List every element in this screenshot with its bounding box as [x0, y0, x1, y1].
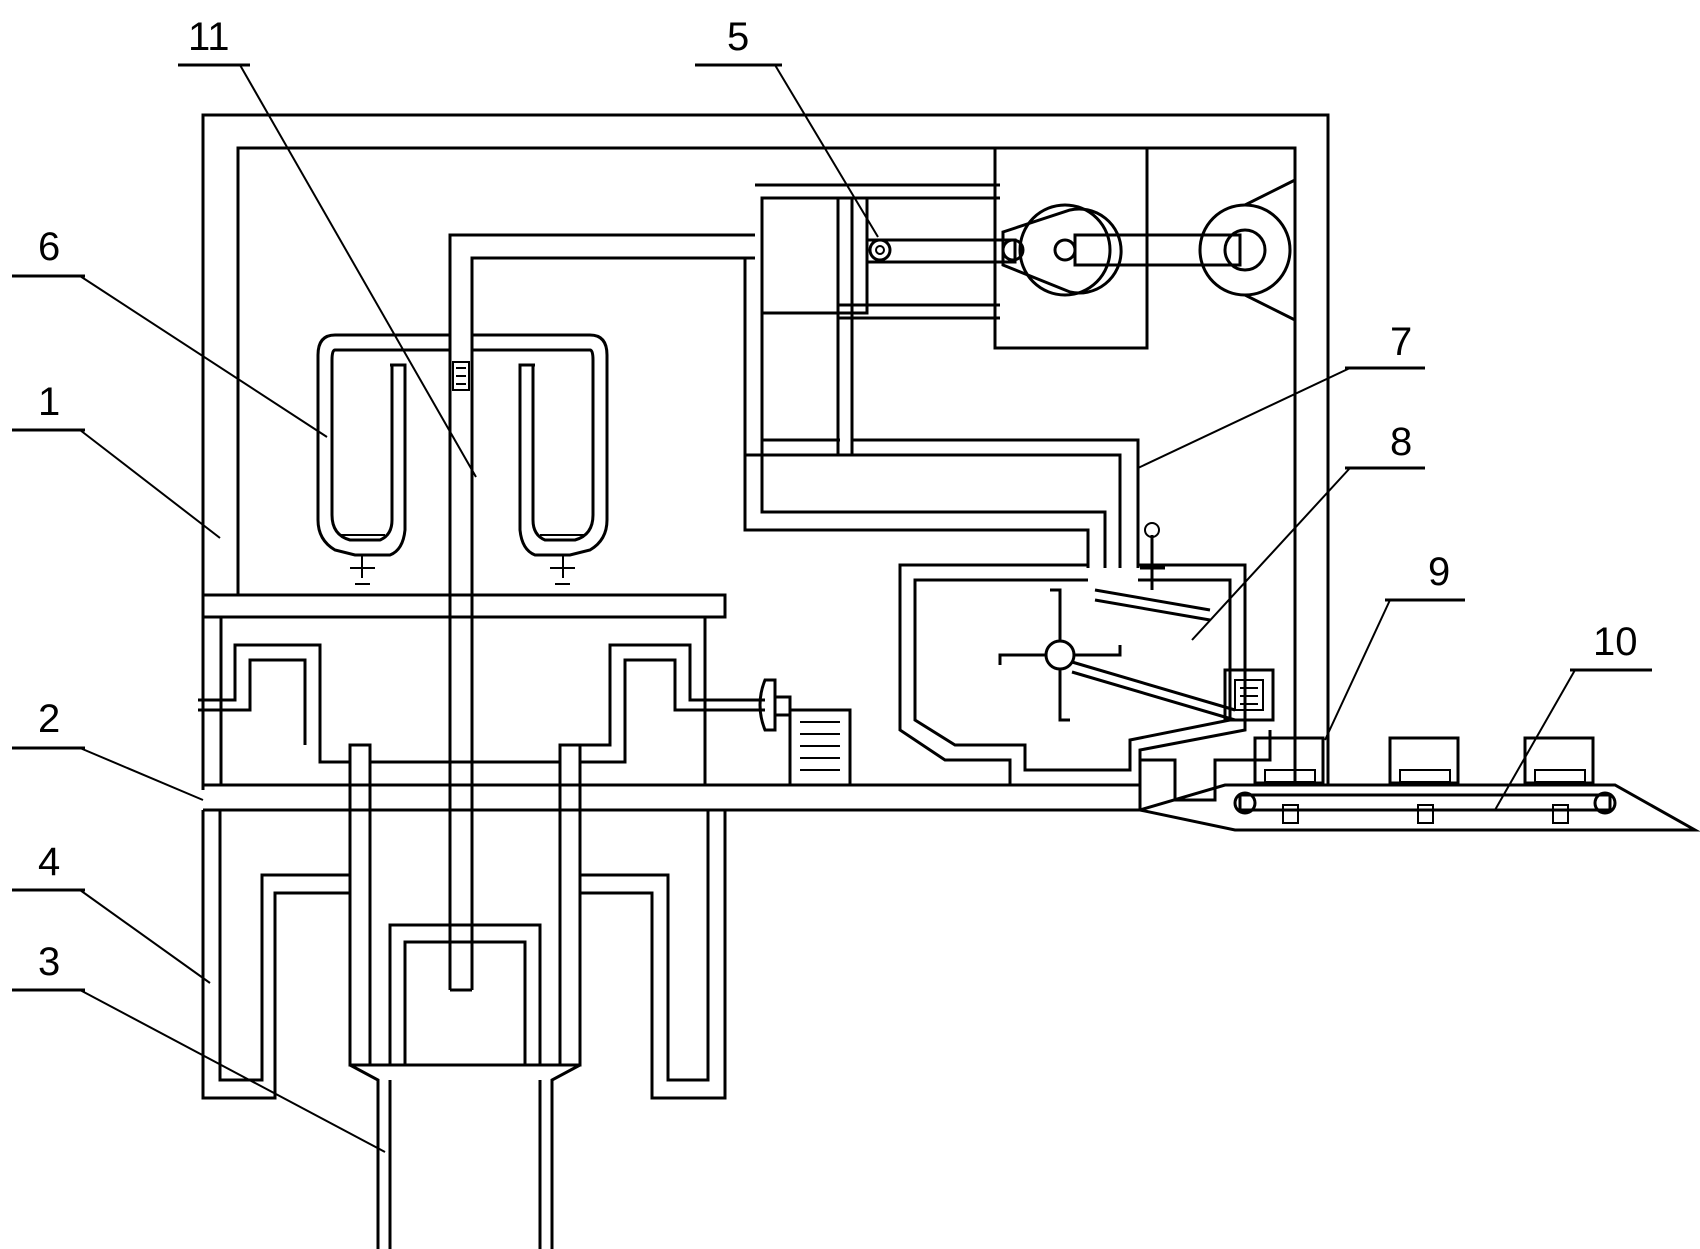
- conveyor: [1139, 783, 1700, 832]
- lower-housing: [201, 810, 727, 1100]
- label-1: 1: [38, 380, 60, 424]
- label-4: 4: [38, 840, 60, 884]
- label-2: 2: [38, 697, 60, 741]
- trays: [1253, 736, 1595, 785]
- motor: [758, 678, 852, 787]
- label-8: 8: [1390, 420, 1412, 464]
- callout-9: 9: [1324, 550, 1465, 741]
- callout-7: 7: [1137, 320, 1425, 469]
- callout-1: 1: [12, 380, 221, 539]
- label-6: 6: [38, 225, 60, 269]
- callout-6: 6: [12, 225, 328, 438]
- crank-drive: [743, 146, 1296, 568]
- label-9: 9: [1428, 550, 1450, 594]
- label-7: 7: [1390, 320, 1412, 364]
- label-11: 11: [188, 15, 230, 59]
- callout-11: 11: [178, 15, 477, 478]
- tank-left: [316, 333, 450, 585]
- central-pipe: [448, 233, 755, 992]
- callout-5: 5: [695, 15, 879, 238]
- callout-8: 8: [1191, 420, 1425, 641]
- label-3: 3: [38, 940, 60, 984]
- outer-frame: [201, 113, 1330, 790]
- outlet-block: [1140, 668, 1275, 802]
- frame-beams: [201, 593, 1142, 812]
- collector-column: [348, 743, 582, 1067]
- support-arm: [840, 438, 1140, 568]
- callout-3: 3: [12, 940, 386, 1153]
- tank-right: [472, 333, 609, 585]
- label-5: 5: [727, 15, 749, 59]
- label-10: 10: [1593, 620, 1638, 664]
- callout-4: 4: [12, 840, 211, 984]
- processing-drum: [898, 522, 1247, 787]
- callout-10: 10: [1494, 620, 1652, 811]
- callout-2: 2: [12, 697, 204, 801]
- collecting-bin: [349, 1063, 581, 1249]
- side-ducts: [198, 643, 765, 764]
